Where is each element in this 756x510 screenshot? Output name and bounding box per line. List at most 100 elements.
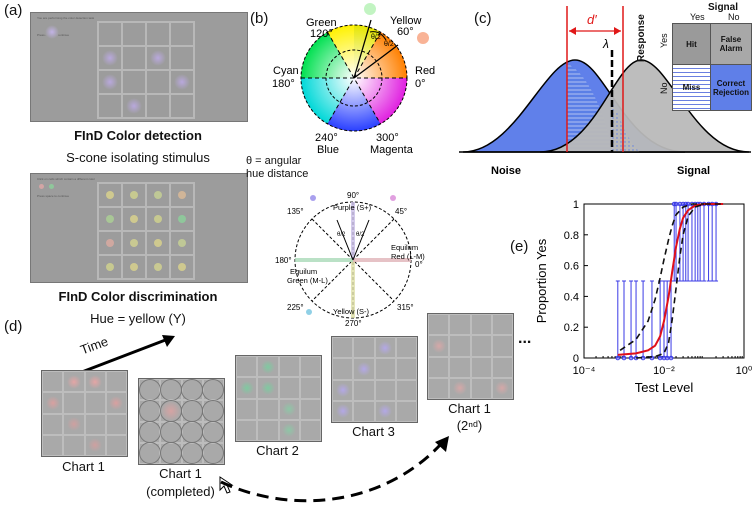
- grid-cell[interactable]: [146, 183, 170, 207]
- grid-cell[interactable]: [146, 231, 170, 255]
- grid-cell[interactable]: [202, 378, 225, 401]
- grid-cell[interactable]: [42, 434, 64, 456]
- grid-cell[interactable]: [122, 70, 146, 94]
- grid-cell[interactable]: [332, 358, 354, 380]
- grid-cell[interactable]: [428, 377, 450, 399]
- grid-cell[interactable]: [63, 434, 85, 456]
- grid-cell[interactable]: [470, 335, 492, 357]
- grid-cell[interactable]: [170, 255, 194, 279]
- grid-cell[interactable]: [449, 335, 471, 357]
- grid-cell[interactable]: [105, 434, 127, 456]
- grid-cell[interactable]: [332, 379, 354, 401]
- grid-cell[interactable]: [138, 442, 161, 465]
- grid-cell[interactable]: [105, 413, 127, 435]
- grid-cell[interactable]: [202, 399, 225, 422]
- grid-cell[interactable]: [449, 356, 471, 378]
- grid-cell[interactable]: [332, 400, 354, 422]
- grid-cell[interactable]: [299, 419, 321, 441]
- grid-cell[interactable]: [181, 421, 204, 444]
- grid-cell[interactable]: [42, 371, 64, 393]
- grid-cell[interactable]: [98, 207, 122, 231]
- grid-cell[interactable]: [122, 46, 146, 70]
- grid-cell[interactable]: [491, 356, 513, 378]
- grid-cell[interactable]: [170, 231, 194, 255]
- grid-cell[interactable]: [299, 377, 321, 399]
- grid-cell[interactable]: [428, 335, 450, 357]
- grid-cell[interactable]: [278, 356, 300, 378]
- grid-cell[interactable]: [159, 378, 182, 401]
- grid-cell[interactable]: [202, 442, 225, 465]
- grid-cell[interactable]: [146, 46, 170, 70]
- grid-cell[interactable]: [138, 399, 161, 422]
- grid-cell[interactable]: [98, 183, 122, 207]
- grid-cell[interactable]: [84, 371, 106, 393]
- grid-cell[interactable]: [170, 70, 194, 94]
- grid-cell[interactable]: [278, 398, 300, 420]
- grid-cell[interactable]: [146, 22, 170, 46]
- grid-cell[interactable]: [236, 356, 258, 378]
- grid-cell[interactable]: [257, 356, 279, 378]
- grid-cell[interactable]: [470, 356, 492, 378]
- grid-cell[interactable]: [170, 207, 194, 231]
- grid-cell[interactable]: [98, 255, 122, 279]
- grid-cell[interactable]: [170, 22, 194, 46]
- grid-cell[interactable]: [491, 314, 513, 336]
- grid-cell[interactable]: [63, 413, 85, 435]
- grid-cell[interactable]: [138, 378, 161, 401]
- grid-cell[interactable]: [105, 371, 127, 393]
- grid-cell[interactable]: [146, 255, 170, 279]
- grid-cell[interactable]: [170, 94, 194, 118]
- grid-cell[interactable]: [236, 419, 258, 441]
- grid-cell[interactable]: [449, 314, 471, 336]
- grid-cell[interactable]: [278, 419, 300, 441]
- grid-cell[interactable]: [181, 442, 204, 465]
- grid-cell[interactable]: [170, 183, 194, 207]
- grid-cell[interactable]: [181, 378, 204, 401]
- grid-cell[interactable]: [395, 400, 417, 422]
- grid-cell[interactable]: [181, 399, 204, 422]
- grid-cell[interactable]: [98, 22, 122, 46]
- grid-cell[interactable]: [374, 379, 396, 401]
- grid-cell[interactable]: [470, 314, 492, 336]
- grid-cell[interactable]: [257, 398, 279, 420]
- grid-cell[interactable]: [449, 377, 471, 399]
- grid-cell[interactable]: [299, 356, 321, 378]
- grid-cell[interactable]: [374, 337, 396, 359]
- grid-cell[interactable]: [257, 419, 279, 441]
- grid-cell[interactable]: [42, 392, 64, 414]
- grid-cell[interactable]: [236, 398, 258, 420]
- grid-cell[interactable]: [146, 94, 170, 118]
- grid-cell[interactable]: [428, 356, 450, 378]
- grid-cell[interactable]: [353, 358, 375, 380]
- grid-cell[interactable]: [332, 337, 354, 359]
- grid-cell[interactable]: [278, 377, 300, 399]
- grid-cell[interactable]: [63, 371, 85, 393]
- grid-cell[interactable]: [138, 421, 161, 444]
- grid-cell[interactable]: [491, 335, 513, 357]
- grid-cell[interactable]: [122, 231, 146, 255]
- grid-cell[interactable]: [491, 377, 513, 399]
- grid-cell[interactable]: [159, 421, 182, 444]
- grid-cell[interactable]: [159, 399, 182, 422]
- grid-cell[interactable]: [84, 434, 106, 456]
- grid-cell[interactable]: [236, 377, 258, 399]
- grid-cell[interactable]: [170, 46, 194, 70]
- grid-cell[interactable]: [428, 314, 450, 336]
- grid-cell[interactable]: [395, 379, 417, 401]
- grid-cell[interactable]: [470, 377, 492, 399]
- grid-cell[interactable]: [98, 70, 122, 94]
- grid-cell[interactable]: [42, 413, 64, 435]
- grid-cell[interactable]: [353, 400, 375, 422]
- grid-cell[interactable]: [395, 358, 417, 380]
- grid-cell[interactable]: [374, 358, 396, 380]
- grid-cell[interactable]: [395, 337, 417, 359]
- grid-cell[interactable]: [105, 392, 127, 414]
- grid-cell[interactable]: [63, 392, 85, 414]
- grid-cell[interactable]: [98, 231, 122, 255]
- grid-cell[interactable]: [257, 377, 279, 399]
- grid-cell[interactable]: [122, 183, 146, 207]
- grid-cell[interactable]: [353, 379, 375, 401]
- grid-cell[interactable]: [353, 337, 375, 359]
- grid-cell[interactable]: [146, 207, 170, 231]
- grid-cell[interactable]: [84, 413, 106, 435]
